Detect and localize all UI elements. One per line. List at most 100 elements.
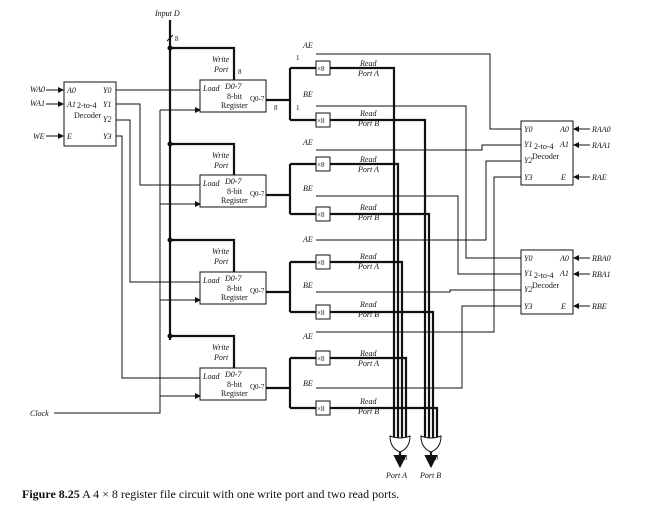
load-label: Load — [202, 372, 220, 381]
d-label: D0-7 — [224, 274, 242, 283]
read-decoder-a: 2-to-4 Decoder Y0 Y1 Y2 Y3 A0 A1 E RAA0 … — [520, 120, 611, 186]
q-label: Q0-7 — [250, 95, 265, 103]
one-label: 1 — [296, 54, 300, 62]
or-gate-port-a: 8 Port A — [385, 435, 411, 480]
port-b-width: 8 — [435, 454, 439, 462]
rdb-a0: A0 — [559, 254, 569, 263]
read-label: Read — [359, 203, 377, 212]
read-port-a: Port A — [357, 69, 379, 78]
read-label: Read — [359, 155, 377, 164]
write-decoder-y2: Y2 — [103, 115, 111, 124]
signal-wa1: WA1 — [30, 99, 45, 108]
signal-rbe: RBE — [591, 302, 607, 311]
register-name2: Register — [221, 389, 248, 398]
register-name2: Register — [221, 293, 248, 302]
d-label: D0-7 — [224, 370, 242, 379]
rda-y1: Y1 — [524, 140, 532, 149]
rdb-y0: Y0 — [524, 254, 532, 263]
figure-caption: Figure 8.25 A 4 × 8 register file circui… — [22, 487, 399, 502]
rdb-e: E — [560, 302, 566, 311]
ae-label: AE — [302, 332, 313, 341]
port-label: Port — [213, 65, 229, 74]
write-label: Write — [212, 55, 230, 64]
signal-rba0: RBA0 — [591, 254, 611, 263]
output-port-a: Port A — [385, 471, 407, 480]
q-label: Q0-7 — [250, 287, 265, 295]
register-name2: Register — [221, 196, 248, 205]
read-port-a: Port A — [357, 165, 379, 174]
output-port-b: Port B — [419, 471, 441, 480]
and-x8: ×8 — [317, 355, 325, 363]
signal-wa0: WA0 — [30, 85, 45, 94]
rdb-a1: A1 — [559, 269, 569, 278]
signal-raa0: RAA0 — [591, 125, 611, 134]
rdb-y2: Y2 — [524, 285, 532, 294]
write-label: Write — [212, 343, 230, 352]
rda-a0: A0 — [559, 125, 569, 134]
register-1: Write Port Load D0-7 8-bit Register Q0-7… — [167, 138, 431, 438]
caption-number: Figure 8.25 — [22, 487, 80, 501]
one-label: 1 — [296, 104, 300, 112]
read-decoder-b: 2-to-4 Decoder Y0 Y1 Y2 Y3 A0 A1 E RBA0 … — [520, 249, 611, 315]
signal-raa1: RAA1 — [591, 141, 611, 150]
rda-y3: Y3 — [524, 173, 532, 182]
input-d-label: Input D — [154, 9, 180, 18]
and-x8: ×8 — [317, 405, 325, 413]
read-decoder-b-name2: Decoder — [532, 281, 559, 290]
port-label: Port — [213, 161, 229, 170]
rdb-y1: Y1 — [524, 269, 532, 278]
read-decoder-b-name: 2-to-4 — [534, 271, 554, 280]
read-port-b: Port B — [357, 310, 379, 319]
and-x8: ×8 — [317, 211, 325, 219]
and-x8: ×8 — [317, 117, 325, 125]
write-width: 8 — [238, 68, 242, 76]
write-decoder-a1: A1 — [66, 100, 76, 109]
port-a-width: 8 — [404, 454, 408, 462]
register-name2: Register — [221, 101, 248, 110]
read-label: Read — [359, 397, 377, 406]
read-port-b: Port B — [357, 213, 379, 222]
rda-a1: A1 — [559, 140, 569, 149]
rda-e: E — [560, 173, 566, 182]
write-label: Write — [212, 151, 230, 160]
be-label: BE — [303, 379, 313, 388]
read-label: Read — [359, 300, 377, 309]
rda-y2: Y2 — [524, 156, 532, 165]
register-2: Write Port Load D0-7 8-bit Register Q0-7… — [167, 235, 435, 438]
rdb-y3: Y3 — [524, 302, 532, 311]
q-label: Q0-7 — [250, 190, 265, 198]
signal-rae: RAE — [591, 173, 607, 182]
register-name: 8-bit — [227, 380, 243, 389]
and-x8: ×8 — [317, 65, 325, 73]
rda-y0: Y0 — [524, 125, 532, 134]
read-decoder-a-name2: Decoder — [532, 152, 559, 161]
ae-label: AE — [302, 235, 313, 244]
register-0: Write Port 8 Load D0-7 8-bit Register Q0… — [167, 41, 427, 438]
read-label: Read — [359, 109, 377, 118]
d-label: D0-7 — [224, 82, 242, 91]
write-decoder-y1: Y1 — [103, 100, 111, 109]
write-decoder-y0: Y0 — [103, 86, 111, 95]
q-width: 8 — [274, 104, 278, 112]
register-3: Write Port Load D0-7 8-bit Register Q0-7… — [167, 332, 439, 438]
write-label: Write — [212, 247, 230, 256]
port-label: Port — [213, 353, 229, 362]
signal-we: WE — [33, 132, 45, 141]
register-name: 8-bit — [227, 284, 243, 293]
input-d-width: 8 — [175, 35, 179, 43]
caption-text: A 4 × 8 register file circuit with one w… — [79, 487, 400, 501]
be-label: BE — [303, 184, 313, 193]
be-label: BE — [303, 90, 313, 99]
and-x8: ×8 — [317, 309, 325, 317]
signal-rba1: RBA1 — [591, 270, 611, 279]
read-port-a: Port A — [357, 262, 379, 271]
load-label: Load — [202, 84, 220, 93]
load-label: Load — [202, 276, 220, 285]
ae-label: AE — [302, 41, 313, 50]
write-decoder-a0: A0 — [66, 86, 76, 95]
and-x8: ×8 — [317, 259, 325, 267]
d-label: D0-7 — [224, 177, 242, 186]
port-label: Port — [213, 257, 229, 266]
clock-label: Clock — [30, 409, 49, 418]
